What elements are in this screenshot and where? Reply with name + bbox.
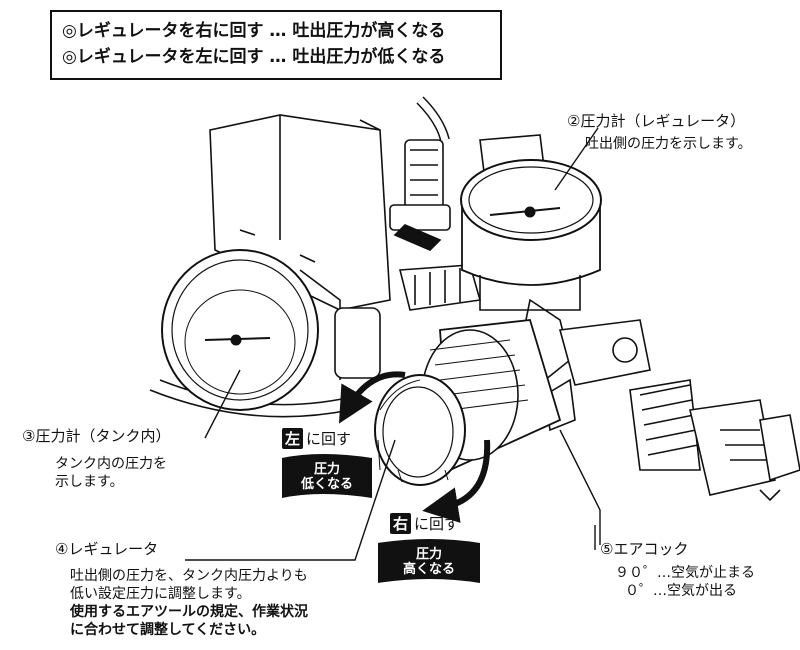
rotate-left-text: に回す [306,430,352,448]
high-pressure-banner [378,539,480,583]
rotate-right-arrow [422,439,491,523]
regulator-gauge-title: ②圧力計（レギュレータ） [567,112,746,130]
low-pressure-text: 圧力 低くなる [282,462,372,492]
air-coupling-icon [629,379,800,502]
rotate-left-label: 左に回す [282,428,351,449]
rotate-left-arrow [338,371,406,424]
air-cock-title: ⑤エアコック [600,540,689,558]
air-cock-0: ０゜…空気が出る [625,583,737,599]
high-pressure-text: 圧力 高くなる [378,547,480,577]
regulator-gauge-desc: 吐出側の圧力を示します。 [585,136,752,152]
header-line-right: ◎レギュレータを右に回す … 吐出圧力が高くなる [62,21,446,41]
regulator-title: ④レギュレータ [55,540,159,558]
tank-gauge-icon [161,249,341,411]
rotate-right-label: 右に回す [390,513,459,534]
tank-gauge-title: ③圧力計（タンク内） [22,427,171,445]
regulator-note-1: 使用するエアツールの規定、作業状況 [70,604,308,620]
right-badge: 右 [390,513,412,534]
low-pressure-line-1: 圧力 [313,462,340,477]
regulator-desc-1: 吐出側の圧力を、タンク内圧力よりも [70,568,308,584]
low-pressure-line-2: 低くなる [300,477,353,492]
air-cock-90: ９０゜…空気が止まる [615,565,755,581]
tank-gauge-desc-2: 示します。 [55,474,124,490]
high-pressure-line-2: 高くなる [402,562,455,577]
left-badge: 左 [282,428,304,449]
leader-lines [185,127,601,561]
regulator-knob-icon [374,319,562,486]
regulator-gauge-icon [460,159,602,311]
rotate-right-text: に回す [414,515,460,533]
header-notice: ◎レギュレータを右に回す … 吐出圧力が高くなる ◎レギュレータを左に回す … … [50,10,502,80]
header-line-left: ◎レギュレータを左に回す … 吐出圧力が低くなる [62,47,446,67]
regulator-note-2: に合わせて調整してください。 [70,622,266,638]
tank-gauge-desc-1: タンク内の圧力を [55,456,167,472]
regulator-desc-2: 低い設定圧力に調整します。 [70,586,251,602]
low-pressure-banner [282,454,372,498]
high-pressure-line-1: 圧力 [415,547,442,562]
